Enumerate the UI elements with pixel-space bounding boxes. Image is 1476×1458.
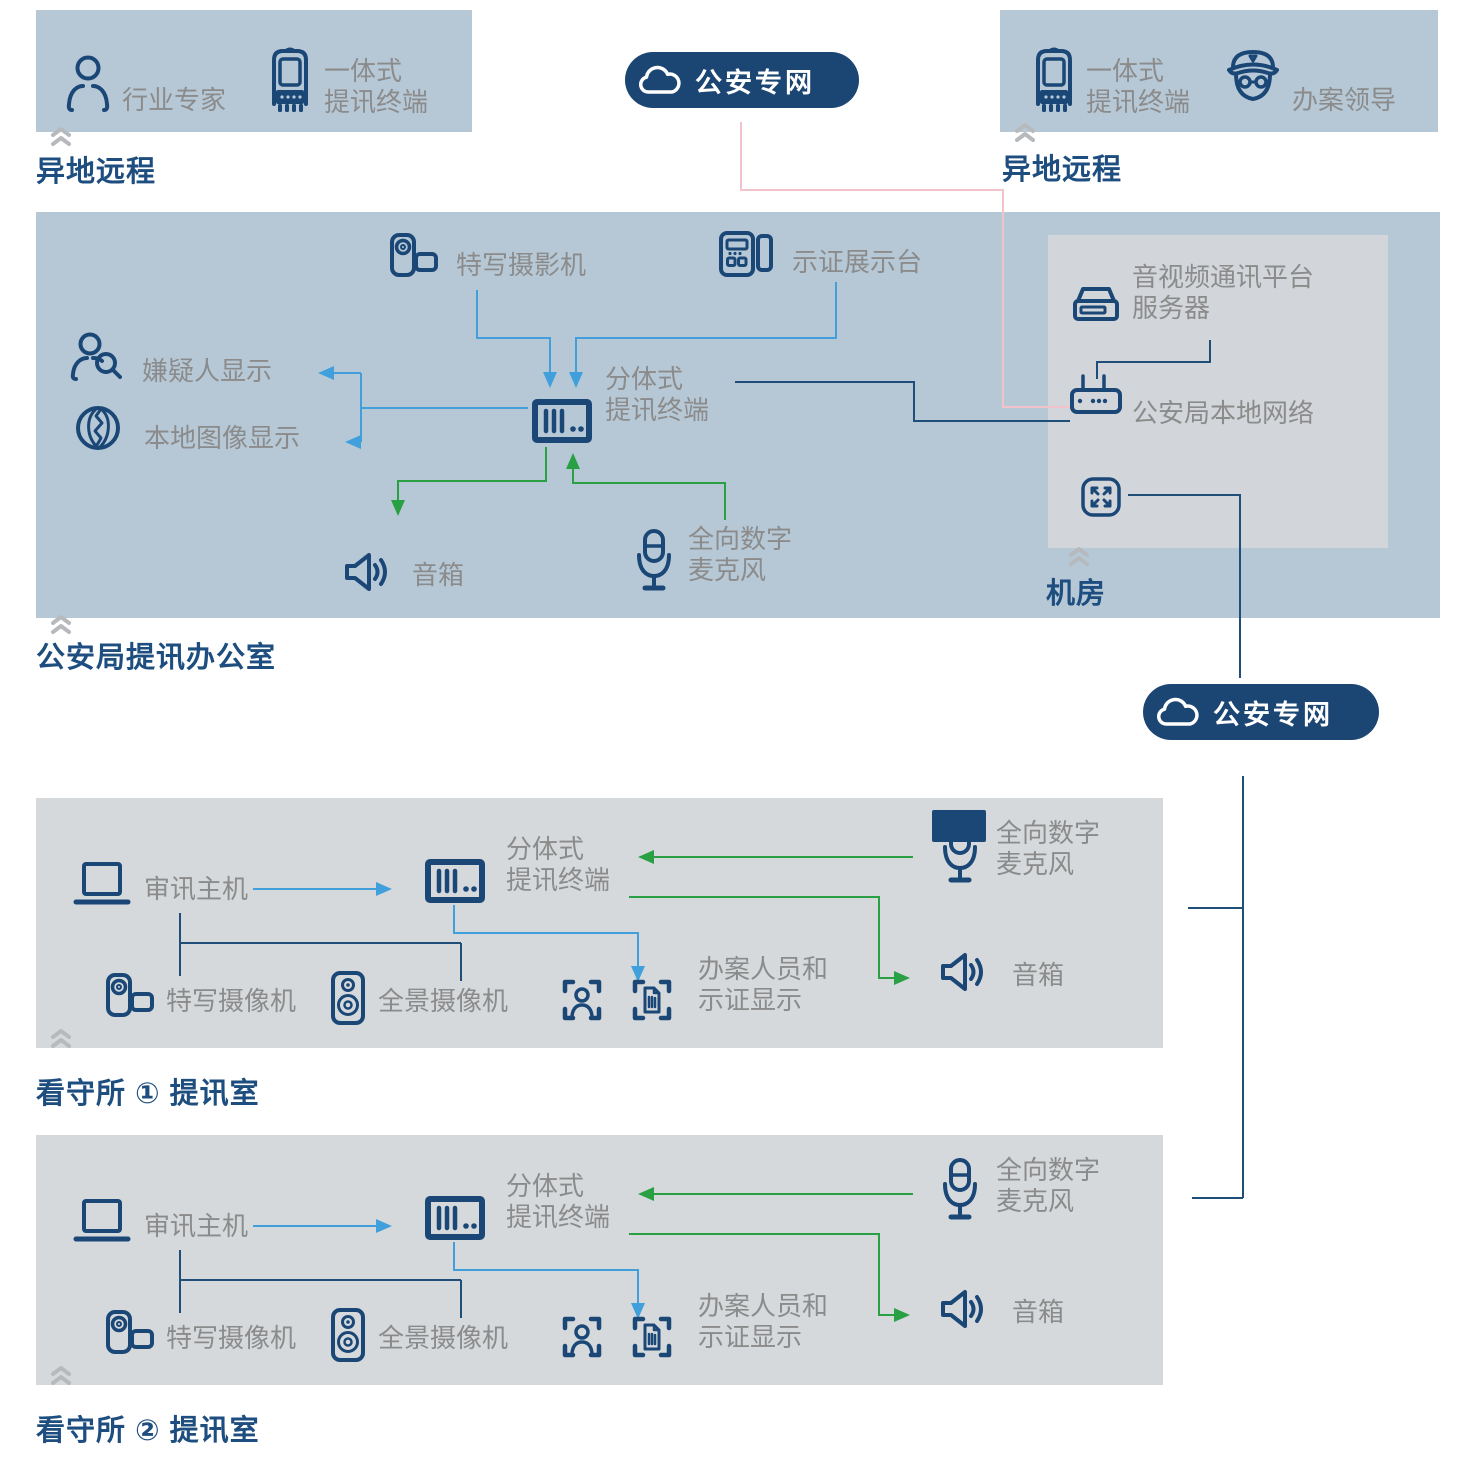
cloud-icon (636, 63, 682, 97)
remote-leader-box (1000, 10, 1438, 132)
speaker-label: 音箱 (1012, 960, 1065, 990)
microphone-icon (940, 1157, 980, 1229)
allinone-terminal-label: 一体式 提讯终端 (1086, 56, 1191, 117)
document-frame-display-icon (628, 1313, 676, 1361)
microphone-label: 全向数字 麦克风 (996, 818, 1101, 879)
split-terminal-label: 分体式 提讯终端 (506, 834, 611, 895)
police-officer-icon (1224, 44, 1282, 106)
police-network-cloud-top: 公安专网 (625, 52, 859, 108)
host-laptop-icon (72, 1197, 132, 1247)
speaker-icon (938, 948, 990, 996)
bureau-office-caption: 公安局提讯办公室 (36, 642, 277, 674)
server-icon (1070, 284, 1122, 328)
host-laptop-icon (72, 860, 132, 910)
person-frame-display-icon (558, 1313, 606, 1361)
closeup-camera-icon (104, 1309, 156, 1359)
router-icon (1068, 372, 1124, 422)
chevrons-up-icon (1014, 122, 1036, 142)
detention-room-1-caption: 看守所 ① 提讯室 (36, 1078, 260, 1110)
display-label: 办案人员和 示证显示 (698, 1291, 829, 1352)
suspect-display-label: 嫌疑人显示 (142, 356, 273, 386)
police-network-cloud-bottom: 公安专网 (1143, 684, 1379, 740)
split-terminal-icon (424, 858, 486, 904)
chevrons-up-icon (1068, 546, 1090, 566)
split-terminal-label: 分体式 提讯终端 (605, 364, 710, 425)
split-terminal-icon (424, 1195, 486, 1241)
display-label: 办案人员和 示证显示 (698, 954, 829, 1015)
closeup-camera-label: 特写摄像机 (166, 986, 297, 1016)
expert-label: 行业专家 (122, 85, 227, 115)
document-frame-display-icon (628, 976, 676, 1024)
microphone-label: 全向数字 麦克风 (996, 1155, 1101, 1216)
panorama-camera-label: 全景摄像机 (378, 1323, 509, 1353)
allinone-terminal-label: 一体式 提讯终端 (324, 56, 429, 117)
speaker-label: 音箱 (1012, 1297, 1065, 1327)
closeup-camera-label: 特写摄影机 (456, 250, 587, 280)
leader-label: 办案领导 (1292, 85, 1397, 115)
host-label: 审讯主机 (144, 1211, 249, 1241)
expand-gateway-icon (1080, 476, 1122, 518)
network-label: 公安专网 (1213, 699, 1333, 730)
globe-icon (74, 404, 122, 452)
speaker-icon (938, 1285, 990, 1333)
microphone-label: 全向数字 麦克风 (688, 524, 793, 585)
remote-expert-caption: 异地远程 (36, 156, 157, 188)
evidence-stand-label: 示证展示台 (792, 247, 923, 277)
closeup-camera-icon (388, 232, 440, 282)
speaker-label: 音箱 (412, 560, 465, 590)
speaker-icon (342, 548, 394, 596)
closeup-camera-label: 特写摄像机 (166, 1323, 297, 1353)
panorama-camera-icon (328, 1307, 368, 1363)
allinone-terminal-icon (1032, 46, 1076, 120)
allinone-terminal-icon (268, 46, 312, 120)
chevrons-up-icon (50, 126, 72, 146)
server-label: 音视频通讯平台 服务器 (1132, 262, 1315, 323)
chevrons-up-icon (50, 1028, 72, 1048)
local-network-label: 公安局本地网络 (1132, 398, 1315, 428)
server-room-caption: 机房 (1046, 578, 1107, 610)
split-terminal-icon (531, 398, 593, 444)
remote-expert-box (36, 10, 472, 132)
host-label: 审讯主机 (144, 874, 249, 904)
person-frame-display-icon (558, 976, 606, 1024)
expert-user-icon (62, 53, 114, 113)
local-image-display-label: 本地图像显示 (144, 423, 301, 453)
microphone-mount-block (932, 810, 986, 842)
chevrons-up-icon (50, 614, 72, 634)
network-label: 公安专网 (695, 67, 815, 98)
evidence-stand-icon (718, 230, 774, 278)
closeup-camera-icon (104, 972, 156, 1022)
panorama-camera-label: 全景摄像机 (378, 986, 509, 1016)
chevrons-up-icon (50, 1365, 72, 1385)
remote-leader-caption: 异地远程 (1002, 154, 1123, 186)
microphone-icon (634, 528, 674, 600)
detention-room-2-caption: 看守所 ② 提讯室 (36, 1415, 260, 1447)
cloud-icon (1154, 695, 1200, 729)
panorama-camera-icon (328, 970, 368, 1026)
suspect-display-icon (68, 330, 126, 382)
detention-room-2-box (36, 1135, 1163, 1385)
split-terminal-label: 分体式 提讯终端 (506, 1171, 611, 1232)
